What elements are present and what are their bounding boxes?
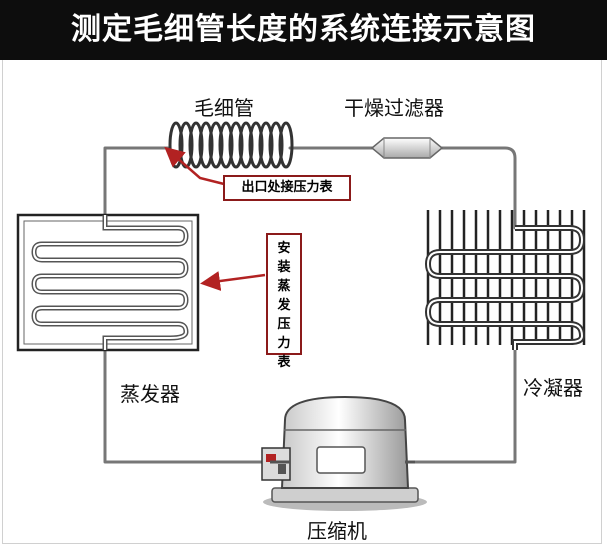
compressor-label: 压缩机 [307,519,367,543]
diagram-frame [2,60,602,544]
callout-char: 蒸 [277,279,291,294]
callout-char: 表 [277,355,291,370]
callout-char: 装 [277,260,291,275]
callout-char: 安 [277,241,291,256]
callout-arrows [164,146,266,291]
capillary-label: 毛细管 [194,96,254,120]
dryer-filter-label: 干燥过滤器 [344,96,444,120]
evaporator-gauge-callout: 安 装 蒸 发 压 力 表 [266,233,302,370]
capillary-coil [168,121,294,169]
outlet-gauge-callout: 出口处接压力表 [223,175,351,201]
title-bar: 测定毛细管长度的系统连接示意图 [0,0,607,60]
callout-char: 发 [277,298,291,313]
diagram-title: 测定毛细管长度的系统连接示意图 [71,12,536,47]
callout-char: 压 [277,317,291,332]
callout-char: 力 [277,336,291,351]
condenser-label: 冷凝器 [523,376,583,400]
piping [103,146,517,464]
evaporator [16,213,200,352]
evaporator-label: 蒸发器 [120,382,180,406]
condenser [424,210,586,350]
dryer-filter [370,137,444,159]
compressor [261,395,427,511]
